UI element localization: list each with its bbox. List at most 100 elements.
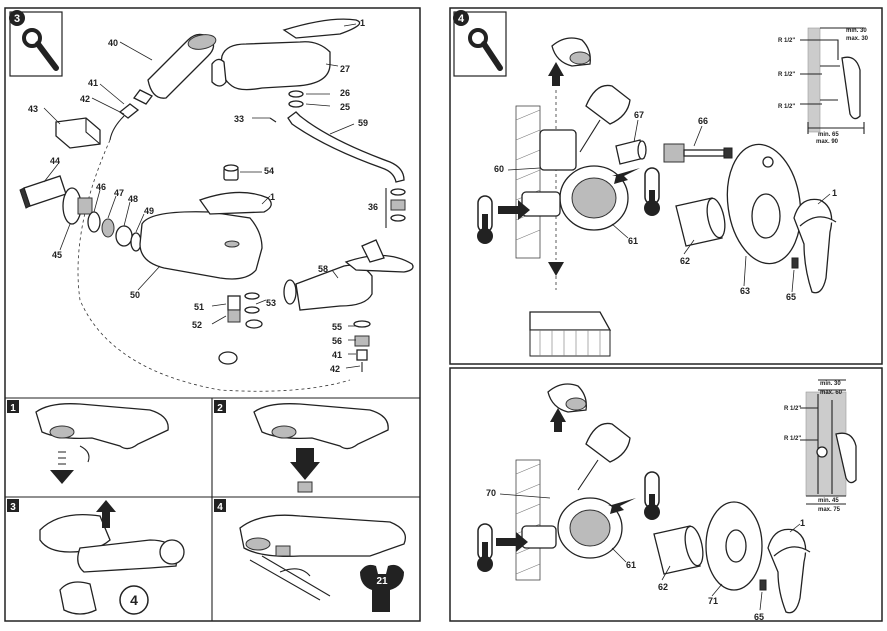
thermometer-icon-hot-2 xyxy=(477,523,493,572)
dim-max2-bottom: max. 75 xyxy=(818,507,841,513)
diverter-parts xyxy=(218,292,263,365)
sleeve-62 xyxy=(675,197,726,247)
label-65-bottom: 65 xyxy=(754,612,764,622)
thermometer-icon-hot xyxy=(477,195,493,244)
label-33: 33 xyxy=(234,114,244,124)
wrench-21-icon: 21 xyxy=(360,564,404,612)
label-48: 48 xyxy=(128,194,138,204)
step-2-number: 2 xyxy=(217,403,223,414)
dimension-diagram-bottom xyxy=(800,379,857,505)
valve-body-bottom xyxy=(496,497,636,559)
cartridge-66 xyxy=(663,143,733,163)
leader-lines-left xyxy=(43,23,361,369)
badge-number-4: 4 xyxy=(458,13,465,25)
arrow-right-icon xyxy=(498,200,530,220)
step-badge-3: 3 xyxy=(9,10,63,77)
wall-mixer-top xyxy=(211,18,361,91)
label-47: 47 xyxy=(114,188,124,198)
hose-dashed-path xyxy=(77,139,351,392)
label-1: 1 xyxy=(360,18,365,28)
label-49: 49 xyxy=(144,206,154,216)
arrow-down-icon-3 xyxy=(548,262,564,276)
shower-mixer xyxy=(283,239,414,311)
label-1-right: 1 xyxy=(832,188,837,198)
label-26: 26 xyxy=(340,88,350,98)
wrench-icon xyxy=(22,28,59,71)
shower-hose xyxy=(109,103,140,141)
bathtub xyxy=(529,311,612,357)
label-61-bottom: 61 xyxy=(626,560,636,570)
dim-max2-top: max. 90 xyxy=(816,139,839,145)
label-67: 67 xyxy=(634,110,644,120)
dim-max-top: max. 30 xyxy=(846,36,869,42)
hand-screwdriver xyxy=(579,84,631,153)
right-top-panel-frame xyxy=(449,7,883,365)
dim-min2-top: min. 65 xyxy=(818,132,839,138)
wall-section-top xyxy=(515,105,541,259)
ring-25 xyxy=(288,100,304,108)
label-70: 70 xyxy=(486,488,496,498)
label-44: 44 xyxy=(50,156,60,166)
label-59: 59 xyxy=(358,118,368,128)
aerator-stack xyxy=(385,188,406,228)
shower-head-bottom xyxy=(547,383,587,432)
step-3-panel: 3 4 xyxy=(7,499,185,615)
ring-26 xyxy=(288,90,304,98)
step-3-number: 3 xyxy=(10,502,16,513)
concealed-valve-body xyxy=(498,129,640,231)
hand-shower xyxy=(133,33,217,105)
dim-r1-bottom: R 1/2" xyxy=(784,406,801,412)
cap xyxy=(223,164,239,181)
wrench-label: 21 xyxy=(376,576,388,587)
label-25: 25 xyxy=(340,102,350,112)
sleeve-62-bottom xyxy=(653,525,704,575)
dim-min-bottom: min. 30 xyxy=(820,381,841,387)
wrench-icon-2 xyxy=(468,28,503,71)
label-65: 65 xyxy=(786,292,796,302)
step-badge-4: 4 xyxy=(453,10,507,77)
label-71: 71 xyxy=(708,596,718,606)
dim-r2-top: R 1/2" xyxy=(778,72,795,78)
arrow-left-icon-2 xyxy=(608,498,636,514)
shower-holder xyxy=(55,117,101,149)
label-58: 58 xyxy=(318,264,328,274)
label-41: 41 xyxy=(88,78,98,88)
dim-max-bottom: max. 60 xyxy=(820,390,843,396)
label-54: 54 xyxy=(264,166,274,176)
label-61: 61 xyxy=(628,236,638,246)
step-2-panel: 2 xyxy=(214,400,389,493)
thermometer-icon-cold xyxy=(644,167,660,216)
label-43: 43 xyxy=(28,104,38,114)
label-1b: 1 xyxy=(270,192,275,202)
rotate-arrow-icon xyxy=(79,445,90,463)
right-bottom-panel-frame xyxy=(449,367,883,622)
dim-r1-top: R 1/2" xyxy=(778,38,795,44)
dimension-diagram-top xyxy=(800,27,865,134)
rosette-71 xyxy=(705,501,763,591)
cover-plate-63 xyxy=(726,143,802,265)
label-1-bottom: 1 xyxy=(800,518,805,528)
label-51: 51 xyxy=(194,302,204,312)
label-63: 63 xyxy=(740,286,750,296)
lever-handle xyxy=(793,198,837,294)
lever-handle-bottom xyxy=(767,528,811,614)
screw-65-bottom xyxy=(759,579,767,591)
small-parts-46-49 xyxy=(87,211,142,252)
label-45: 45 xyxy=(52,250,62,260)
leader-lines-right-bottom xyxy=(499,493,801,611)
step-4-panel: 4 21 xyxy=(214,499,407,612)
screw-33 xyxy=(269,117,277,123)
label-53: 53 xyxy=(266,298,276,308)
sleeve-67 xyxy=(615,139,647,165)
label-40: 40 xyxy=(108,38,118,48)
label-41b: 41 xyxy=(332,350,342,360)
arrow-left-icon xyxy=(612,168,640,184)
wall-section-bottom xyxy=(515,459,541,581)
arrow-up-icon-3 xyxy=(550,408,566,432)
thermometer-icon-cold-2 xyxy=(644,471,660,520)
arrow-right-icon-2 xyxy=(496,532,528,552)
label-62: 62 xyxy=(680,256,690,266)
screw-65 xyxy=(791,257,799,269)
label-66: 66 xyxy=(698,116,708,126)
